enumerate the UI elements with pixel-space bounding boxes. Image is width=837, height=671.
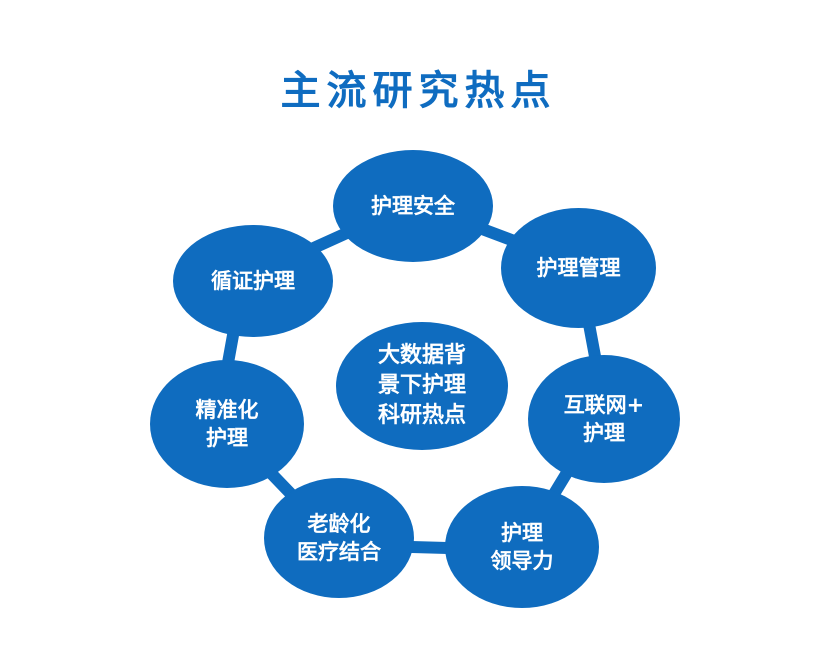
node-nursing-leadership: 护理 领导力 — [445, 486, 599, 608]
center-label: 大数据背 景下护理 科研热点 — [377, 343, 466, 428]
node-internet-plus-nursing: 互联网+ 护理 — [528, 355, 680, 483]
diagram-title: 主流研究热点 — [280, 68, 557, 114]
node-label: 护理安全 — [371, 193, 455, 218]
center-node: 大数据背 景下护理 科研热点 — [336, 322, 508, 450]
node-label: 循证护理 — [211, 268, 295, 293]
node-label: 老龄化 医疗结合 — [297, 511, 381, 564]
node-label: 精准化 护理 — [195, 397, 259, 450]
node-evidence-based-nursing: 循证护理 — [173, 225, 333, 337]
node-nursing-management: 护理管理 — [501, 208, 656, 328]
node-label: 护理管理 — [536, 255, 621, 280]
node-aging-medical-integration: 老龄化 医疗结合 — [264, 478, 414, 598]
node-nursing-safety: 护理安全 — [333, 150, 493, 262]
node-label: 互联网+ 护理 — [563, 392, 645, 445]
node-label: 护理 领导力 — [490, 520, 554, 573]
node-precision-nursing: 精准化 护理 — [150, 360, 304, 488]
